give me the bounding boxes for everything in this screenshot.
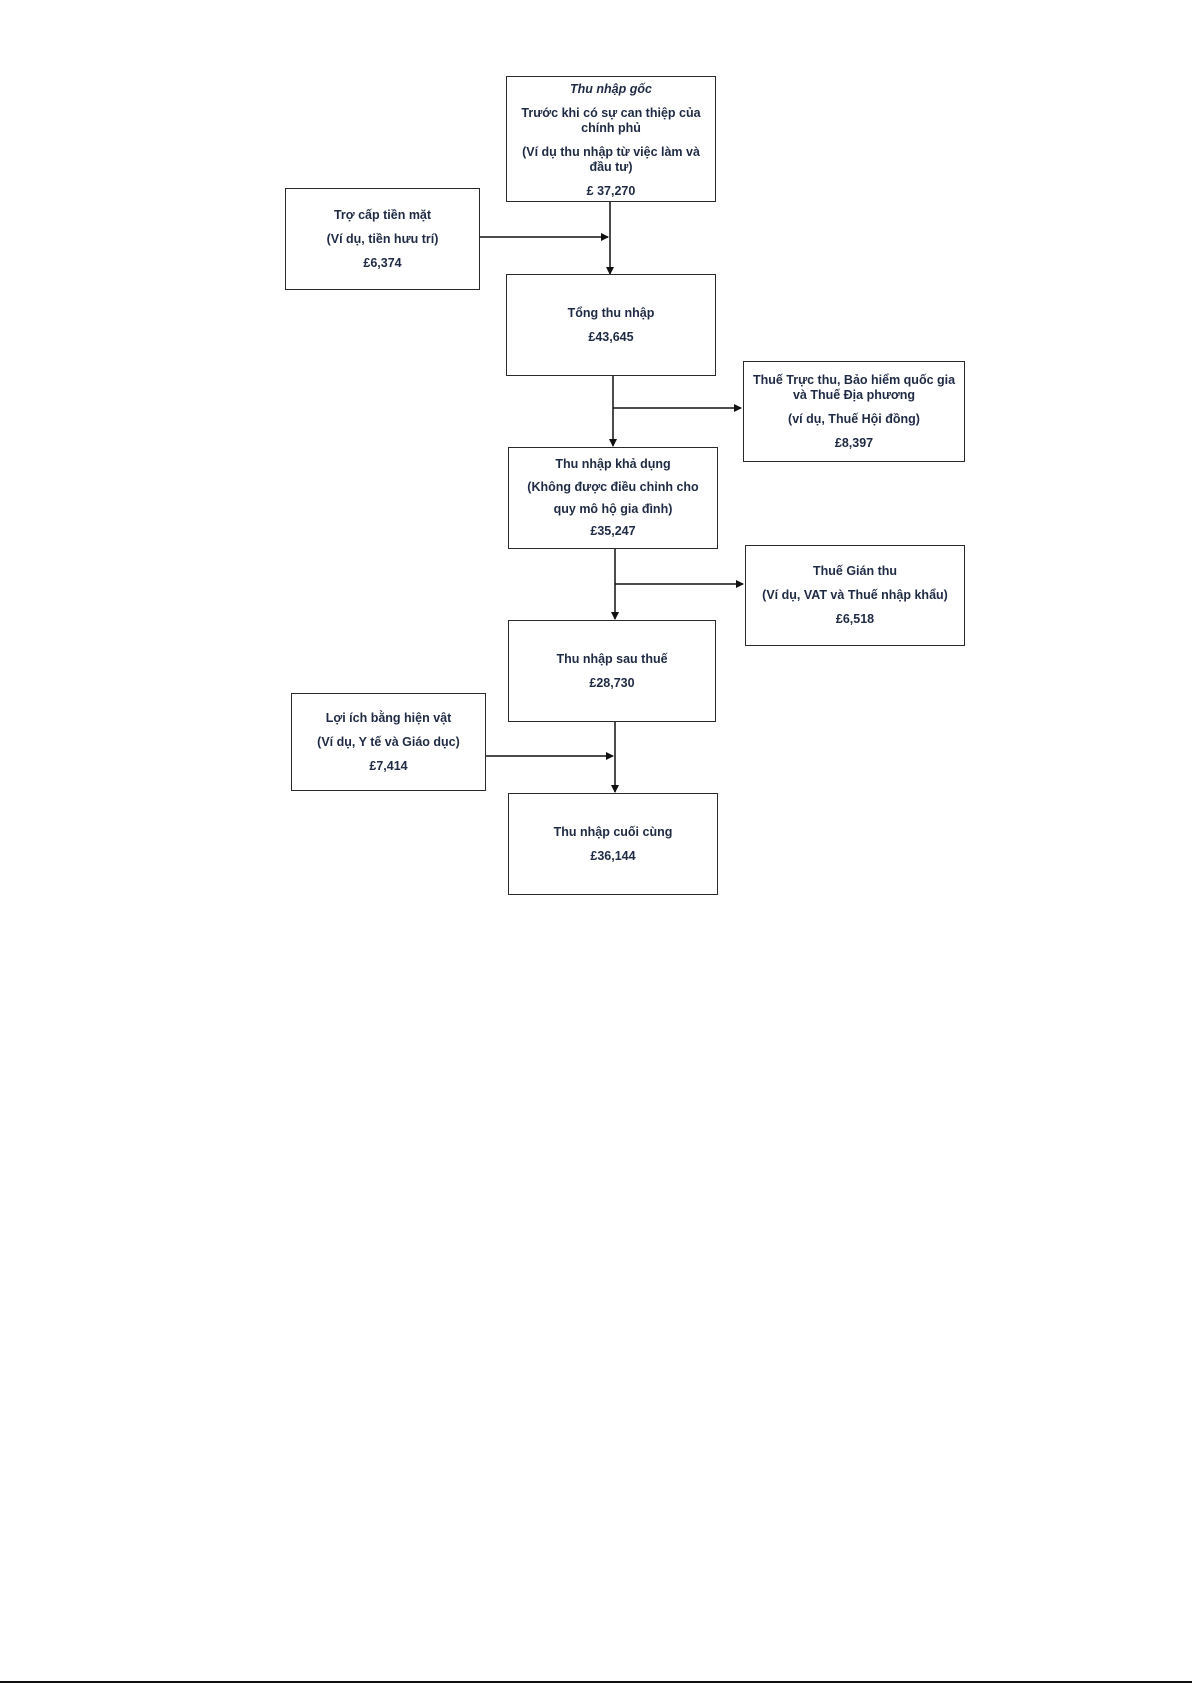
gross-income-box: Tổng thu nhập £43,645	[506, 274, 716, 376]
page-bottom-rule	[0, 1681, 1192, 1683]
cash-benefits-value: £6,374	[363, 255, 402, 270]
disposable-income-example: (Không được điều chỉnh cho quy mô hộ gia…	[527, 480, 699, 516]
post-tax-income-value: £28,730	[589, 675, 635, 690]
indirect-taxes-box: Thuế Gián thu (Ví dụ, VAT và Thuế nhập k…	[745, 545, 965, 646]
final-income-box: Thu nhập cuối cùng £36,144	[508, 793, 718, 895]
direct-taxes-value: £8,397	[834, 435, 874, 450]
cash-benefits-example: (Ví dụ, tiền hưu trí)	[326, 231, 439, 246]
disposable-income-box: Thu nhập khả dụng (Không được điều chỉnh…	[508, 447, 718, 549]
post-tax-income-title: Thu nhập sau thuế	[556, 651, 668, 666]
final-income-value: £36,144	[590, 848, 636, 863]
original-income-title: Thu nhập gốc	[570, 82, 652, 96]
indirect-taxes-example: (Ví dụ, VAT và Thuế nhập khẩu)	[762, 588, 948, 602]
direct-taxes-box: Thuế Trực thu, Bảo hiểm quốc gia và Thuế…	[743, 361, 965, 462]
original-income-value: £ 37,270	[586, 184, 636, 198]
indirect-taxes-value: £6,518	[835, 612, 875, 626]
original-income-example: (Ví dụ thu nhập từ việc làm và đầu tư)	[522, 145, 700, 174]
original-income-box: Thu nhập gốc Trước khi có sự can thiệp c…	[506, 76, 716, 202]
direct-taxes-example: (ví dụ, Thuế Hội đồng)	[788, 411, 920, 426]
disposable-income-value: £35,247	[590, 524, 636, 538]
cash-benefits-box: Trợ cấp tiền mặt (Ví dụ, tiền hưu trí) £…	[285, 188, 480, 290]
original-income-desc: Trước khi có sự can thiệp của chính phủ	[521, 106, 701, 135]
post-tax-income-box: Thu nhập sau thuế £28,730	[508, 620, 716, 722]
benefits-in-kind-value: £7,414	[369, 758, 408, 773]
direct-taxes-title: Thuế Trực thu, Bảo hiểm quốc gia và Thuế…	[752, 372, 956, 402]
indirect-taxes-title: Thuế Gián thu	[812, 564, 898, 578]
final-income-title: Thu nhập cuối cùng	[553, 824, 673, 839]
gross-income-value: £43,645	[588, 329, 634, 344]
disposable-income-title: Thu nhập khả dụng	[555, 457, 671, 471]
gross-income-title: Tổng thu nhập	[567, 305, 655, 320]
cash-benefits-title: Trợ cấp tiền mặt	[333, 207, 432, 222]
benefits-in-kind-example: (Ví dụ, Y tế và Giáo dục)	[317, 734, 460, 749]
benefits-in-kind-title: Lợi ích bằng hiện vật	[325, 710, 452, 725]
benefits-in-kind-box: Lợi ích bằng hiện vật (Ví dụ, Y tế và Gi…	[291, 693, 486, 791]
